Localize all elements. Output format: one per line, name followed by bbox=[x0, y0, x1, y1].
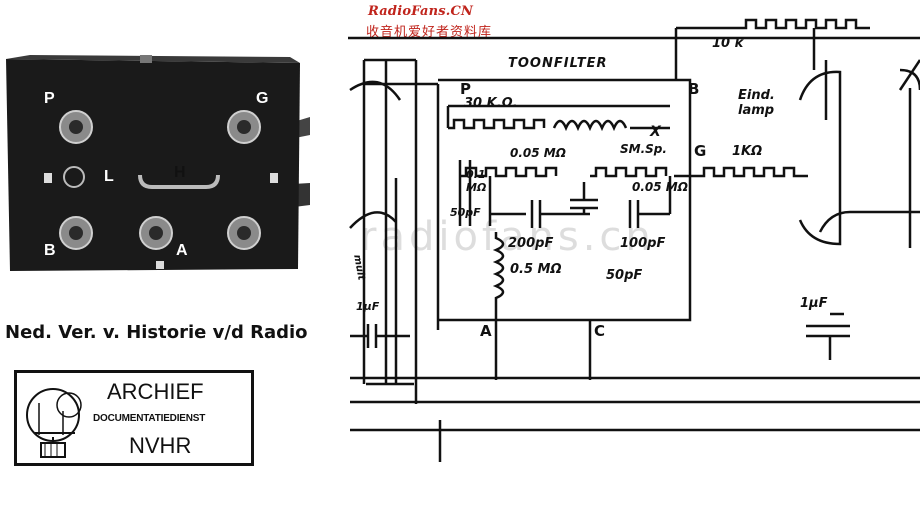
terminal-b: B bbox=[688, 80, 700, 98]
label-c50: 50pF bbox=[606, 268, 643, 283]
socket-pin-p: P bbox=[44, 90, 55, 107]
socket-pin-g: G bbox=[256, 90, 269, 107]
label-cap-left: 1μF bbox=[356, 300, 380, 313]
tone-filter-schematic bbox=[348, 18, 920, 462]
watermark-site-cn: 收音机爱好者资料库 bbox=[366, 25, 493, 40]
label-r01: 0.1 MΩ bbox=[466, 168, 487, 194]
terminal-a: A bbox=[480, 322, 492, 340]
radio-logo-icon bbox=[26, 388, 82, 458]
caption: Ned. Ver. v. Historie v/d Radio bbox=[5, 322, 308, 343]
label-c50pf-side: 50pF bbox=[450, 206, 481, 219]
socket-pin-b: B bbox=[44, 242, 56, 259]
socket-pin-l: L bbox=[104, 168, 114, 185]
label-r-top: 10 k bbox=[712, 36, 744, 51]
label-r005b: 0.05 MΩ bbox=[632, 180, 688, 194]
label-c200: 200pF bbox=[508, 236, 554, 251]
schematic-title: TOONFILTER bbox=[508, 56, 608, 71]
label-r1k: 1KΩ bbox=[732, 144, 763, 159]
terminal-g: G bbox=[694, 142, 707, 160]
terminal-p: P bbox=[460, 80, 471, 98]
stamp-archief: ARCHIEF bbox=[107, 379, 204, 404]
label-c100: 100pF bbox=[620, 236, 666, 251]
tube-socket-photo bbox=[0, 55, 310, 275]
label-r30k: 30 K.Ω. bbox=[464, 96, 518, 111]
socket-pin-h: H bbox=[174, 164, 186, 181]
watermark-site: RadioFans.CN bbox=[368, 4, 474, 19]
watermark-center: radiofans.cn bbox=[360, 214, 655, 260]
label-cap-right: 1μF bbox=[800, 296, 828, 311]
stamp-nvhr: NVHR bbox=[129, 433, 192, 458]
label-lamp: Eind. lamp bbox=[738, 88, 775, 118]
label-r05: 0.5 MΩ bbox=[510, 262, 562, 277]
archive-stamp: ARCHIEF DOCUMENTATIEDIENST NVHR bbox=[14, 370, 254, 466]
label-r005a: 0.05 MΩ bbox=[510, 146, 566, 160]
label-x: X bbox=[650, 124, 661, 140]
stamp-documentatiedienst: DOCUMENTATIEDIENST bbox=[93, 413, 206, 424]
label-coil: SM.Sp. bbox=[620, 142, 667, 156]
socket-pin-a: A bbox=[176, 242, 188, 259]
terminal-c: C bbox=[594, 322, 606, 340]
